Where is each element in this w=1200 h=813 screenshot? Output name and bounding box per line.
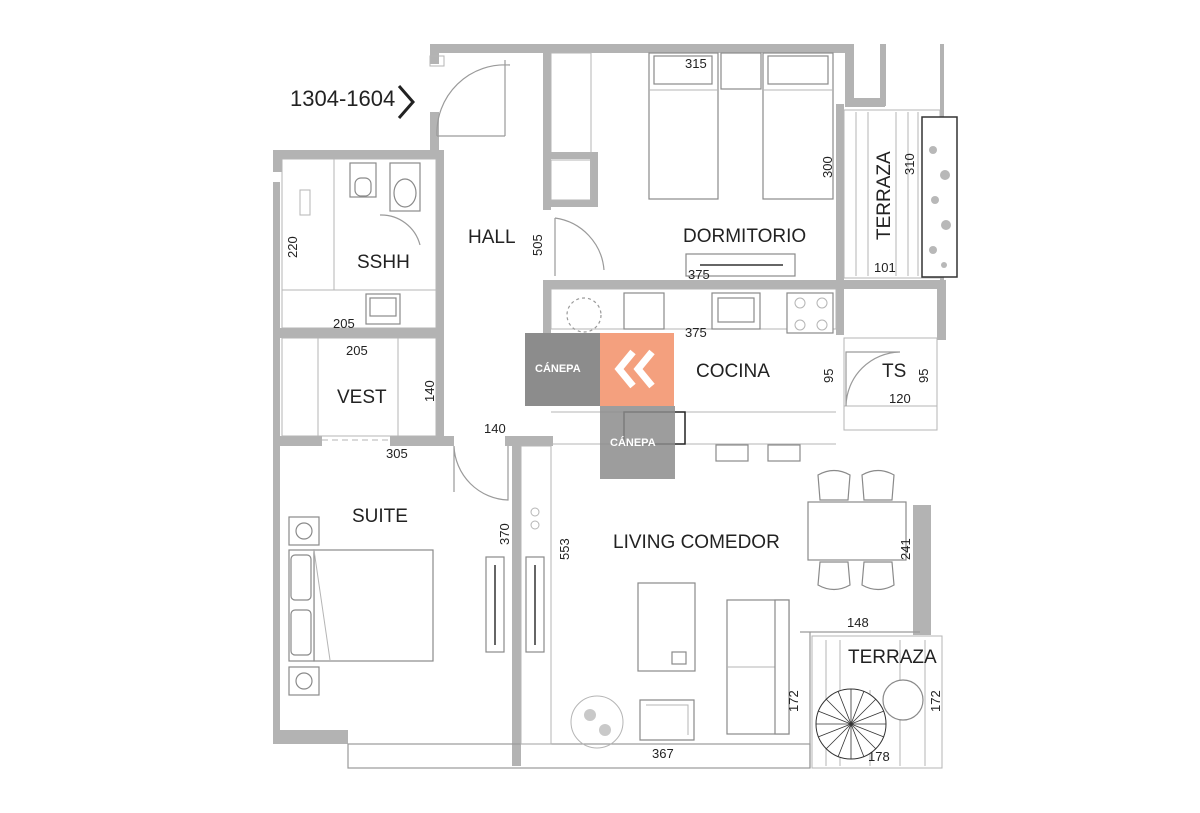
dim-101: 101: [874, 260, 896, 275]
dim-300: 300: [820, 156, 835, 178]
dim-305: 305: [386, 446, 408, 461]
room-label-terraza-top: TERRAZA: [874, 151, 895, 240]
unit-label: 1304-1604: [290, 86, 395, 111]
watermark-block: [600, 406, 675, 479]
service-terrace: [843, 337, 938, 431]
room-label-sshh: SSHH: [357, 252, 410, 273]
dim-148: 148: [847, 615, 869, 630]
dim-120: 120: [889, 391, 911, 406]
dim-205-bath: 205: [333, 316, 355, 331]
double-chevron-left-icon: [614, 349, 655, 389]
logo-gray-block: [525, 333, 600, 406]
room-label-suite: SUITE: [352, 506, 408, 527]
dim-375-kitchen: 375: [685, 325, 707, 340]
living-furniture: [520, 445, 920, 768]
room-label-dormitorio: DORMITORIO: [683, 226, 806, 247]
dim-172-right: 172: [928, 690, 943, 712]
dim-220: 220: [285, 236, 300, 258]
dim-375-dorm: 375: [688, 267, 710, 282]
brand-logo: CÁNEPA CÁNEPA: [525, 333, 675, 479]
entry-door: [429, 55, 511, 137]
dim-367: 367: [652, 746, 674, 761]
dim-370: 370: [497, 523, 512, 545]
dim-505: 505: [530, 234, 545, 256]
bottom-terrace: [811, 635, 943, 769]
dormitorio-beds: [554, 52, 834, 277]
dim-95-kitchen: 95: [821, 369, 836, 383]
dim-553: 553: [557, 538, 572, 560]
room-label-living: LIVING COMEDOR: [613, 532, 780, 553]
chevron-right-icon: [397, 85, 415, 119]
dim-140-vest: 140: [422, 380, 437, 402]
bathroom-fixtures: [281, 158, 437, 329]
watermark-brand-name: CÁNEPA: [610, 436, 656, 449]
dim-172-left: 172: [786, 690, 801, 712]
dim-310: 310: [902, 153, 917, 175]
dim-140-hall: 140: [484, 421, 506, 436]
suite-furniture: [288, 445, 509, 696]
room-label-ts: TS: [882, 361, 906, 382]
dim-241: 241: [898, 538, 913, 560]
logo-brand-name: CÁNEPA: [535, 362, 581, 375]
dim-205-vest: 205: [346, 343, 368, 358]
room-label-hall: HALL: [468, 227, 516, 248]
dim-315: 315: [685, 56, 707, 71]
kitchen-fixtures: [550, 288, 837, 462]
dim-178: 178: [868, 749, 890, 764]
room-label-terraza-bottom: TERRAZA: [848, 647, 937, 668]
room-label-vest: VEST: [337, 387, 387, 408]
dimension-labels: 315 300 310 101 375 505 220 205 205 140 …: [285, 56, 943, 764]
dim-95-ts: 95: [916, 369, 931, 383]
room-label-cocina: COCINA: [696, 361, 770, 382]
vestidor: [281, 337, 437, 441]
top-terrace: [843, 109, 958, 279]
